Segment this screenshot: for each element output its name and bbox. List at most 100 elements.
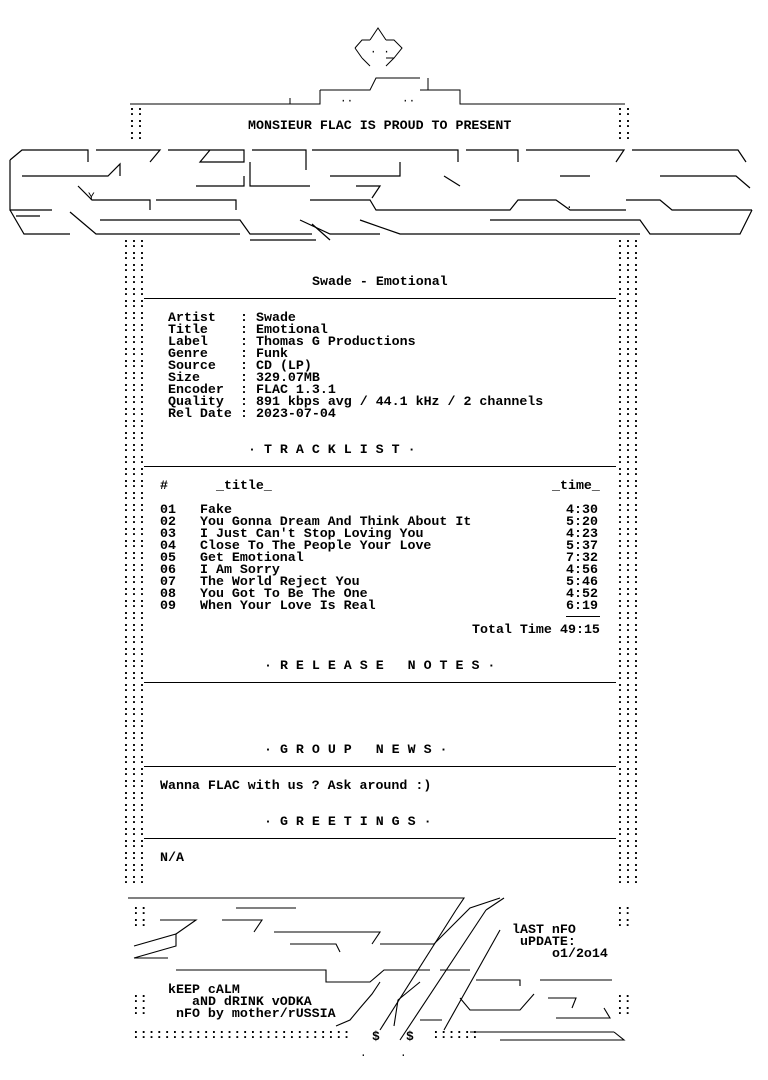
info-colon: : xyxy=(240,406,248,421)
total-underline xyxy=(566,616,600,617)
info-value: 2023-07-04 xyxy=(256,406,336,421)
top-ornament: · · ·· ·· xyxy=(130,27,625,108)
svg-text:::: :: xyxy=(132,991,148,1006)
divider-1 xyxy=(144,298,616,299)
info-colon: : xyxy=(240,370,248,385)
greetings-text: N/A xyxy=(160,850,184,865)
last-nfo-label: lAST nFO xyxy=(512,922,576,937)
track-time: 5:37 xyxy=(566,538,598,553)
svg-text:$: $ xyxy=(406,1029,414,1044)
divider-5 xyxy=(144,838,616,839)
total-time-value: 49:15 xyxy=(560,622,600,637)
svg-text:::: :: xyxy=(132,915,148,930)
group-news-text: Wanna FLAC with us ? Ask around :) xyxy=(160,778,432,793)
svg-text:.: . xyxy=(360,1048,367,1060)
track-time: 4:52 xyxy=(566,586,598,601)
track-number: 04 xyxy=(160,538,176,553)
svg-text:::::::: :::::: xyxy=(432,1027,479,1042)
info-value: 891 kbps avg / 44.1 kHz / 2 channels xyxy=(256,394,544,409)
info-colon: : xyxy=(240,346,248,361)
track-time: 4:23 xyxy=(566,526,598,541)
footer-ascii-art: :: :: :: :: :: :: :: :: ::::::::::::::::… xyxy=(128,897,632,1060)
col-title-header: _title_ xyxy=(216,478,272,493)
group-news-heading: · G R O U P N E W S · xyxy=(264,742,448,757)
main-left-border: ::: ::: ::: ::: ::: ::: ::: ::: ::: ::: … xyxy=(122,236,146,887)
svg-text:··: ·· xyxy=(402,96,415,108)
divider-2 xyxy=(144,466,616,467)
svg-text:::: :: xyxy=(132,903,148,918)
svg-text:· ·: · · xyxy=(370,47,390,59)
info-value: FLAC 1.3.1 xyxy=(256,382,336,397)
track-number: 09 xyxy=(160,598,176,613)
info-value: Funk xyxy=(256,346,288,361)
info-key: Genre xyxy=(168,346,208,361)
info-key: Title xyxy=(168,322,208,337)
motto-line-2: aND dRINK vODKA xyxy=(192,994,312,1009)
info-colon: : xyxy=(240,394,248,409)
motto-line-3: nFO by mother/rUSSIA xyxy=(176,1006,336,1021)
divider-4 xyxy=(144,766,616,767)
svg-text:::::::::::::::::::::::::::::: :::::::::::::::::::::::::::: xyxy=(132,1027,350,1042)
track-title: Close To The People Your Love xyxy=(200,538,432,553)
track-time: 4:56 xyxy=(566,562,598,577)
track-number: 02 xyxy=(160,514,176,529)
ascii-logo: Y . xyxy=(9,149,753,241)
info-key: Source xyxy=(168,358,216,373)
info-colon: : xyxy=(240,310,248,325)
info-value: Swade xyxy=(256,310,296,325)
info-value: Emotional xyxy=(256,322,328,337)
col-time-header: _time_ xyxy=(552,478,600,493)
info-key: Encoder xyxy=(168,382,224,397)
info-key: Quality xyxy=(168,394,224,409)
info-key: Label xyxy=(168,334,208,349)
col-num-header: # xyxy=(160,478,168,493)
info-value: 329.07MB xyxy=(256,370,320,385)
last-nfo-update: uPDATE: xyxy=(520,934,576,949)
release-notes-heading: · R E L E A S E N O T E S · xyxy=(264,658,496,673)
svg-text:.: . xyxy=(400,1048,407,1060)
track-title: I Just Can't Stop Loving You xyxy=(200,526,424,541)
last-nfo-date: o1/2o14 xyxy=(552,946,608,961)
track-time: 5:20 xyxy=(566,514,598,529)
track-number: 05 xyxy=(160,550,176,565)
release-headline: Swade - Emotional xyxy=(312,274,448,289)
info-colon: : xyxy=(240,322,248,337)
track-number: 08 xyxy=(160,586,176,601)
svg-text:.: . xyxy=(566,200,573,212)
top-right-dots: :: :: :: xyxy=(616,104,632,143)
main-right-border: ::: ::: ::: ::: ::: ::: ::: ::: ::: ::: … xyxy=(616,236,640,887)
svg-text:::: :: xyxy=(616,991,632,1006)
motto-line-1: kEEP cALM xyxy=(168,982,240,997)
svg-text:::: :: xyxy=(132,1003,148,1018)
info-colon: : xyxy=(240,358,248,373)
info-key: Size xyxy=(168,370,200,385)
track-title: The World Reject You xyxy=(200,574,360,589)
info-colon: : xyxy=(240,334,248,349)
tracklist-heading: · T R A C K L I S T · xyxy=(248,442,416,457)
svg-text:::: :: xyxy=(616,903,632,918)
total-time-label: Total Time xyxy=(472,622,552,637)
track-title: You Got To Be The One xyxy=(200,586,368,601)
track-number: 07 xyxy=(160,574,176,589)
track-title: Get Emotional xyxy=(200,550,304,565)
greetings-heading: · G R E E T I N G S · xyxy=(264,814,432,829)
svg-text:::: :: xyxy=(616,915,632,930)
track-time: 6:19 xyxy=(566,598,598,613)
svg-text:Y: Y xyxy=(88,192,95,204)
divider-3 xyxy=(144,682,616,683)
info-value: CD (LP) xyxy=(256,358,312,373)
info-colon: : xyxy=(240,382,248,397)
svg-text:$: $ xyxy=(372,1029,380,1044)
svg-text:::: :: xyxy=(616,1003,632,1018)
presenter-line: MONSIEUR FLAC IS PROUD TO PRESENT xyxy=(248,118,512,133)
track-number: 03 xyxy=(160,526,176,541)
info-key: Rel Date xyxy=(168,406,232,421)
track-title: Fake xyxy=(200,502,232,517)
track-number: 06 xyxy=(160,562,176,577)
track-title: I Am Sorry xyxy=(200,562,280,577)
svg-text:··: ·· xyxy=(340,96,353,108)
track-time: 5:46 xyxy=(566,574,598,589)
info-key: Artist xyxy=(168,310,216,325)
track-title: You Gonna Dream And Think About It xyxy=(200,514,472,529)
